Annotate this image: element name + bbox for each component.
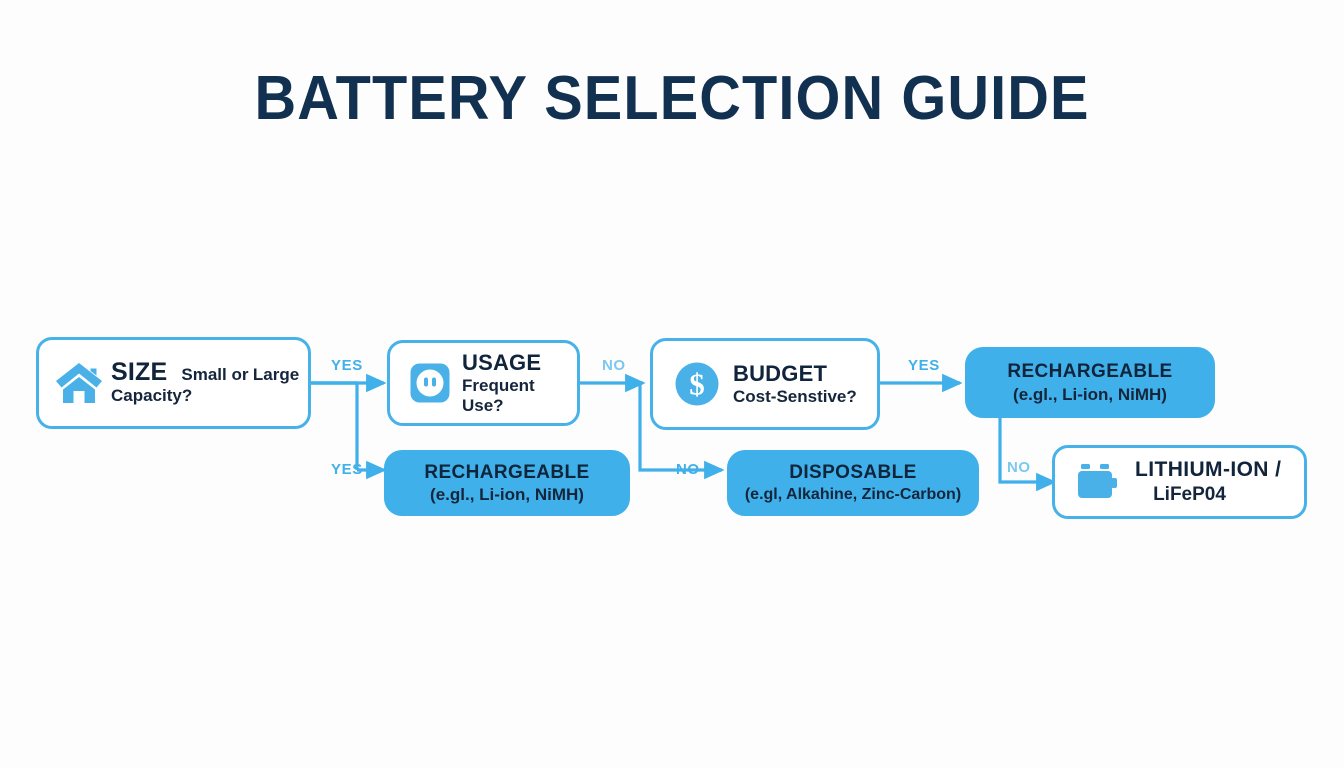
node-size-sub-line2: Large Capacity? — [111, 365, 300, 405]
node-rechargeable-bottom-text: RECHARGEABLE (e.gl., Li-ion, NiMH) — [397, 461, 617, 506]
dollar-circle-icon: $ — [671, 358, 723, 410]
node-size-heading: SIZE — [111, 358, 168, 387]
edge-label-budget-to-rechargeable: YES — [908, 357, 940, 374]
node-usage-text: USAGE Frequent Use? — [456, 351, 577, 415]
node-size[interactable]: SIZE Small or Large Capacity? — [36, 337, 311, 429]
edge-label-rechargeable-to-lithium: NO — [1007, 459, 1031, 476]
node-usage[interactable]: USAGE Frequent Use? — [387, 340, 580, 426]
house-icon — [53, 357, 105, 409]
svg-text:$: $ — [689, 367, 705, 402]
edge-label-usage-to-disposable: NO — [676, 461, 700, 478]
node-rechargeable-bottom[interactable]: RECHARGEABLE (e.gl., Li-ion, NiMH) — [384, 450, 630, 516]
node-rechargeable-top-line2: (e.gl., Li-ion, NiMH) — [1013, 384, 1167, 404]
node-rechargeable-bottom-line2: (e.gl., Li-ion, NiMH) — [430, 485, 584, 505]
node-disposable[interactable]: DISPOSABLE (e.gl, Alkahine, Zinc-Carbon) — [727, 450, 979, 516]
node-budget-sub: Cost-Senstive? — [733, 386, 857, 406]
node-usage-sub: Frequent Use? — [462, 376, 535, 415]
node-usage-heading: USAGE — [462, 349, 542, 375]
node-disposable-text: DISPOSABLE (e.gl, Alkahine, Zinc-Carbon) — [740, 461, 966, 505]
car-battery-icon — [1071, 459, 1127, 505]
node-lithium-ion-line1: LITHIUM-ION / — [1135, 458, 1282, 481]
edge-label-usage-to-budget: NO — [602, 357, 626, 374]
node-rechargeable-top-text: RECHARGEABLE (e.gl., Li-ion, NiMH) — [978, 360, 1202, 405]
edge-label-size-to-usage: YES — [331, 357, 363, 374]
node-budget[interactable]: $ BUDGET Cost-Senstive? — [650, 338, 880, 430]
node-rechargeable-bottom-line1: RECHARGEABLE — [424, 461, 590, 483]
page-title: BATTERY SELECTION GUIDE — [254, 64, 1090, 133]
node-lithium-ion-line2: LiFeP04 — [1153, 484, 1226, 506]
node-rechargeable-top[interactable]: RECHARGEABLE (e.gl., Li-ion, NiMH) — [965, 347, 1215, 418]
edge-label-size-to-rechargeable-bottom: YES — [331, 461, 363, 478]
edge-size-split — [311, 381, 359, 470]
node-disposable-line1: DISPOSABLE — [789, 462, 917, 484]
node-rechargeable-top-line1: RECHARGEABLE — [1007, 361, 1173, 382]
node-lithium-ion-text: LITHIUM-ION / LiFeP04 — [1127, 457, 1294, 507]
node-lithium-ion[interactable]: LITHIUM-ION / LiFeP04 — [1052, 445, 1307, 519]
node-size-sub-line1: Small or — [181, 365, 249, 385]
node-budget-heading: BUDGET — [733, 360, 828, 386]
power-outlet-icon — [404, 357, 456, 409]
node-size-text: SIZE Small or Large Capacity? — [105, 359, 308, 407]
node-disposable-line2: (e.gl, Alkahine, Zinc-Carbon) — [744, 485, 962, 503]
node-budget-text: BUDGET Cost-Senstive? — [723, 362, 877, 407]
